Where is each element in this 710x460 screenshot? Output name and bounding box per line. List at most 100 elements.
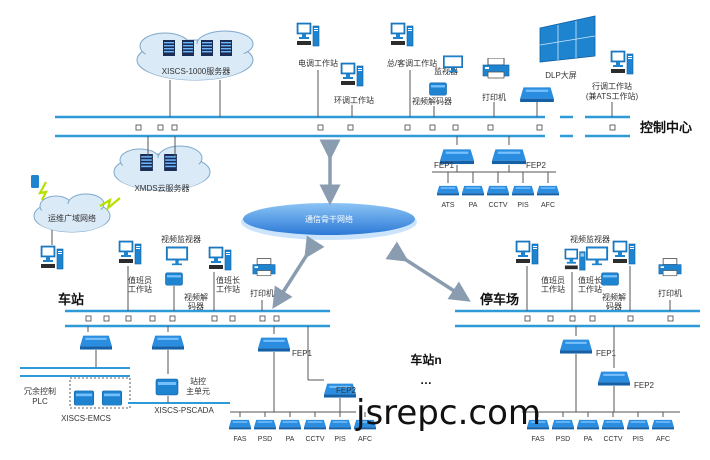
fep2-cc-icon	[492, 149, 526, 165]
xmds-cloud	[113, 145, 211, 191]
video-decoder-cc-label: 视频解码器	[412, 96, 452, 106]
server-icon	[140, 154, 153, 171]
subsystem-label: PSD	[556, 436, 570, 443]
env-workstation-icon	[340, 62, 364, 87]
video-decoder-icon	[429, 82, 447, 96]
control-center-title: 控制中心	[640, 120, 692, 135]
emcs-switch-icon	[80, 335, 112, 350]
subsystem-device-icon	[229, 419, 251, 430]
printer-icon	[252, 258, 276, 277]
env-workstation-label: 环调工作站	[334, 95, 374, 105]
station-n-ellipsis: …	[420, 373, 432, 387]
station-n-label: 车站n	[410, 352, 441, 367]
xiscs-1000-server-cloud	[136, 30, 254, 81]
plc-icon	[73, 390, 95, 406]
video-monitor-icon	[585, 246, 609, 266]
subsystem-device-icon	[552, 419, 574, 430]
subsystem-device-icon	[437, 185, 459, 196]
video-decoder-icon	[164, 272, 184, 286]
subsystem-device-icon	[537, 185, 559, 196]
wireless-bolt-icon	[99, 197, 121, 212]
fep2-st-label: FEP2	[336, 386, 357, 395]
printer-icon	[658, 258, 682, 277]
dispatch-workstation-label-2: (兼ATS工作站)	[586, 91, 639, 101]
video-decoder-dp-label-2: 码器	[606, 302, 622, 311]
subsystem-label: PSD	[258, 436, 272, 443]
monitor-cc-label: 监视器	[434, 66, 458, 76]
subsystem-device-icon	[279, 419, 301, 430]
depot-title: 停车场	[480, 292, 519, 307]
xiscs-pscada-label: XISCS-PSCADA	[154, 406, 214, 415]
station-control-label-2: 主单元	[186, 386, 210, 396]
redundant-plc-label-1: 冗余控制	[24, 386, 56, 396]
duty-workstation-st-icon	[118, 240, 142, 265]
redundant-plc-group	[69, 377, 131, 409]
dispatch-workstation-label-1: 行调工作站	[592, 81, 632, 91]
subsystem-label: ATS	[441, 202, 454, 209]
fep1-cc-label: FEP1	[434, 161, 455, 170]
server-icon	[220, 40, 232, 56]
duty-ws-dp-label-2: 工作站	[541, 284, 565, 294]
duty-ws-dp-label-1: 值班员	[541, 275, 565, 285]
subsystem-device-icon	[627, 419, 649, 430]
subsystem-device-icon	[577, 419, 599, 430]
subsystem-label: PIS	[632, 436, 644, 443]
subsystem-label: PIS	[334, 436, 346, 443]
video-monitor-icon	[165, 246, 189, 266]
printer-cc-label: 打印机	[482, 92, 506, 102]
phone-icon	[31, 175, 39, 188]
subsystem-label: PA	[469, 202, 478, 209]
leader-ws-st-label-1: 值班长	[216, 275, 240, 285]
dlp-label: DLP大屏	[545, 70, 577, 80]
dispatch-workstation-icon	[610, 50, 634, 75]
video-decoder-icon	[601, 272, 619, 286]
fep1-st-icon	[258, 337, 290, 352]
fep2-dp-icon	[598, 371, 630, 386]
plc-icon	[101, 390, 123, 406]
dlp-wall-icon	[539, 15, 596, 63]
subsystem-device-icon	[462, 185, 484, 196]
remote-pc-icon	[40, 245, 64, 270]
backbone-label: 通信骨干网络	[305, 214, 353, 224]
station-control-unit-icon	[155, 378, 179, 396]
fep1-dp-label: FEP1	[596, 349, 617, 358]
subsystem-label: AFC	[541, 202, 555, 209]
fep1-dp-icon	[560, 339, 592, 354]
subsystem-label: FAS	[233, 436, 247, 443]
video-decoder-st-label-2: 码器	[188, 302, 204, 311]
backbone-network	[243, 203, 415, 235]
station-backbone-arrow	[272, 235, 325, 309]
subsystem-label: PA	[584, 436, 593, 443]
subsystem-label: FAS	[531, 436, 545, 443]
duty-ws-st-label-2: 工作站	[128, 284, 152, 294]
workstation-dp-icon	[612, 240, 636, 265]
xiscs-emcs-label: XISCS-EMCS	[61, 414, 111, 423]
fep2-cc-label: FEP2	[526, 161, 547, 170]
depot-subsystem-row: FAS PSD PA CCTV PIS AFC	[527, 412, 674, 443]
subsystem-label: CCTV	[603, 436, 622, 443]
watermark-text: jsrepc.com	[355, 393, 541, 433]
xmds-label: XMDS云服务器	[134, 183, 189, 193]
subsystem-label: PIS	[517, 202, 529, 209]
station-title: 车站	[58, 292, 84, 307]
xiscs-1000-label: XISCS-1000服务器	[162, 66, 230, 76]
leader-workstation-st-icon	[208, 246, 232, 271]
station-control-label-1: 站控	[190, 376, 206, 386]
cc-bus-connectors	[135, 124, 616, 131]
server-icon	[163, 40, 175, 56]
leader-workstation-dp-icon	[564, 248, 586, 271]
depot-bus-connectors	[524, 315, 674, 322]
subsystem-device-icon	[602, 419, 624, 430]
fep2-dp-label: FEP2	[634, 381, 655, 390]
subsystem-label: CCTV	[488, 202, 507, 209]
printer-icon	[482, 58, 510, 79]
chief-workstation-icon	[390, 22, 414, 47]
wireless-bolt-icon	[37, 181, 48, 201]
leader-ws-st-label-2: 工作站	[216, 284, 240, 294]
subsystem-label: AFC	[656, 436, 670, 443]
ops-wan-cloud	[33, 193, 111, 233]
fep1-st-label: FEP1	[292, 349, 313, 358]
video-decoder-st-label-1: 视频解	[184, 292, 208, 302]
